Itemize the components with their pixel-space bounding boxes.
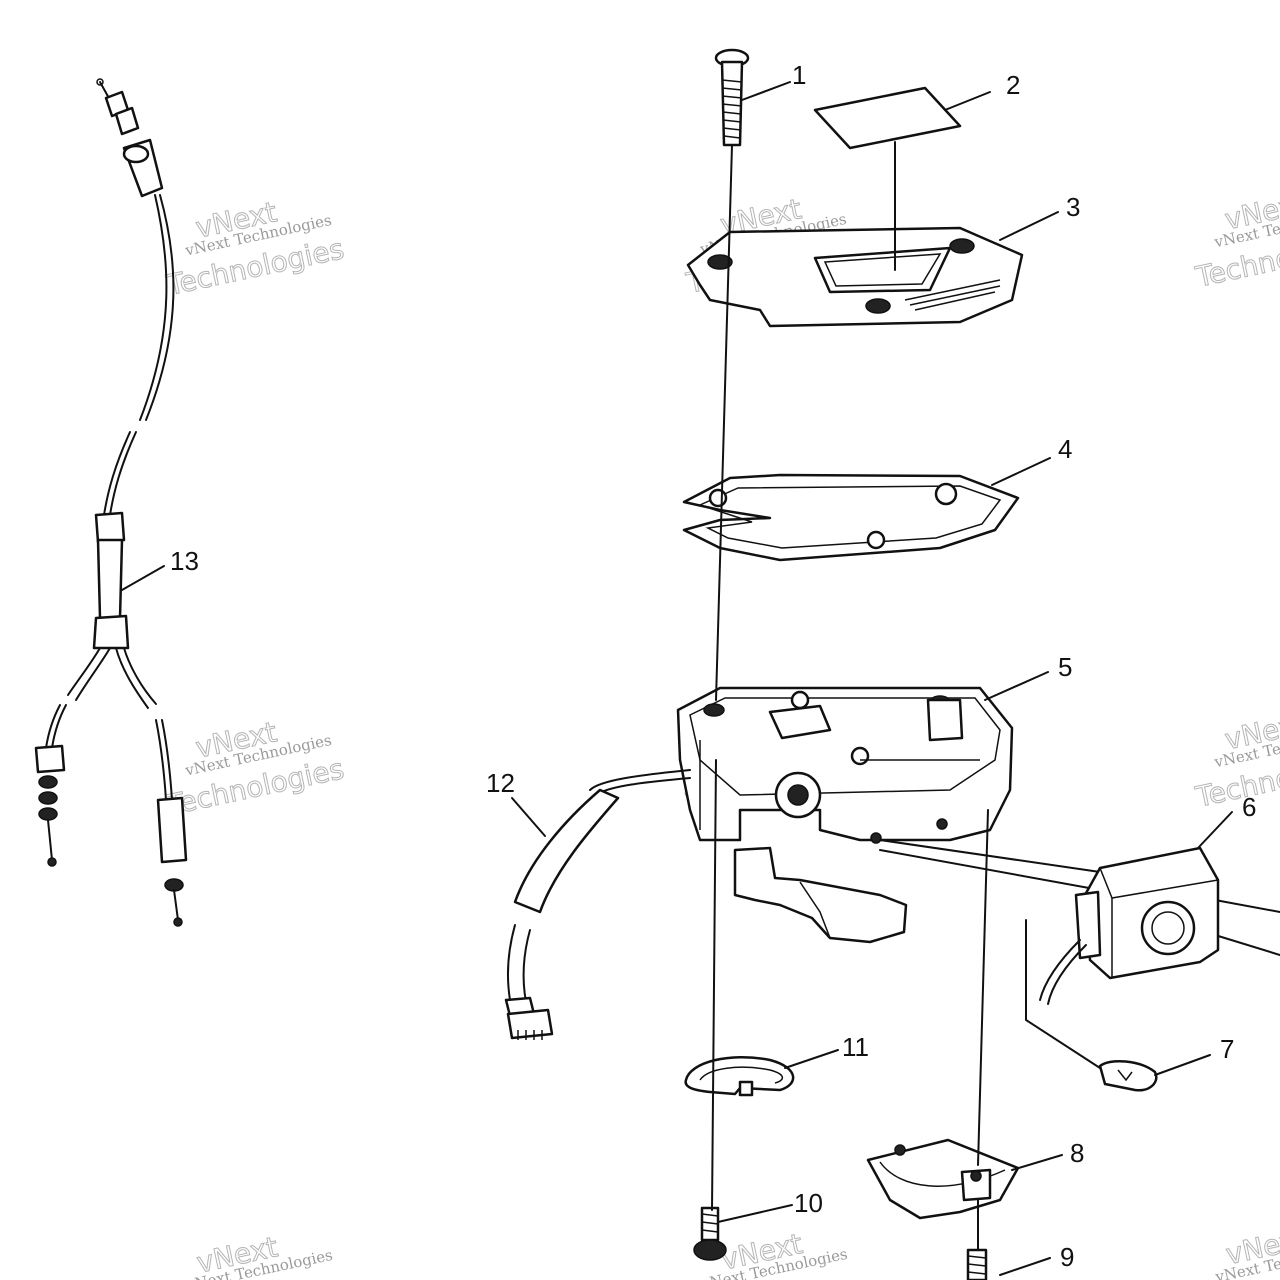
part-12-wire xyxy=(504,769,691,1040)
part-4-gasket xyxy=(682,473,1020,562)
callout-5: 5 xyxy=(1058,652,1072,682)
leader-lines xyxy=(121,81,1233,1276)
callout-9: 9 xyxy=(1060,1242,1074,1272)
watermark-left-top: vNext vNext Technologies Technologies xyxy=(163,195,348,303)
callout-8: 8 xyxy=(1070,1138,1084,1168)
part-9-screw xyxy=(966,1248,988,1280)
throttle-lever xyxy=(733,846,908,944)
part-2-label xyxy=(813,86,962,150)
callout-6: 6 xyxy=(1242,792,1256,822)
part-5-housing xyxy=(676,686,1014,844)
watermark-left-bottom: vNext vNext Technologies xyxy=(184,1230,334,1280)
part-13-cable xyxy=(34,78,188,927)
part-8-clamp xyxy=(866,1138,1020,1220)
watermark-right-middle: vNext vNext Technologies Technologies xyxy=(1192,707,1280,815)
handlebar-lines xyxy=(879,839,1280,956)
callout-labels: 1 2 3 4 5 6 7 8 9 10 11 12 13 xyxy=(170,60,1256,1272)
callout-10: 10 xyxy=(794,1188,823,1218)
assembly-lines xyxy=(711,141,989,1251)
callout-13: 13 xyxy=(170,546,199,576)
callout-4: 4 xyxy=(1058,434,1072,464)
callout-3: 3 xyxy=(1066,192,1080,222)
part-7-bulb xyxy=(1025,919,1158,1092)
callout-12: 12 xyxy=(486,768,515,798)
part-3-cover xyxy=(686,226,1024,328)
part-10-screw xyxy=(693,1206,727,1261)
callout-2: 2 xyxy=(1006,70,1020,100)
part-1-screw xyxy=(714,48,750,147)
watermark-right-top: vNext vNext Technologies Technologies xyxy=(1192,187,1280,295)
callout-11: 11 xyxy=(842,1032,869,1062)
callout-1: 1 xyxy=(792,60,806,90)
part-6-switch xyxy=(1039,846,1220,1005)
part-11-clip xyxy=(684,1056,795,1097)
watermark-right-bottom: vNext vNext Technologies xyxy=(1213,1221,1280,1280)
callout-7: 7 xyxy=(1220,1034,1234,1064)
